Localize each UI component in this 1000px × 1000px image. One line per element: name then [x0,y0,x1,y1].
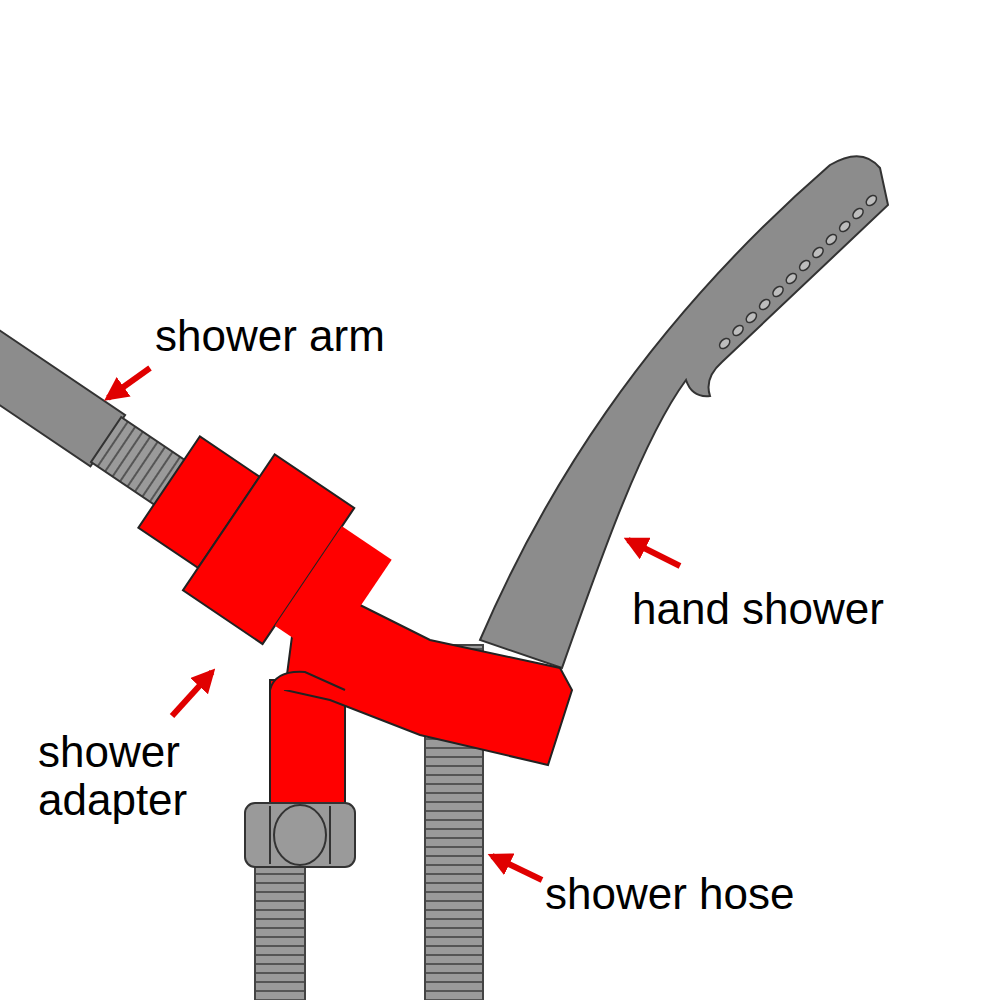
nozzle [718,336,732,350]
hex-nut [245,803,355,867]
nozzle [824,232,838,246]
leader-arrow [628,540,680,566]
nozzle [864,193,878,207]
nozzle [838,219,852,233]
leader-arrow [172,672,212,716]
nozzle [851,206,865,220]
nozzle [731,323,745,337]
hose-left [255,862,305,1000]
nozzle [744,310,758,324]
part-label: shower arm [155,312,385,360]
part-label: shower hose [545,870,794,918]
leader-arrow [492,856,542,880]
part-label: hand shower [632,585,884,633]
nozzles [718,193,879,350]
nozzle [811,245,825,259]
nozzle [771,284,785,298]
leader-arrow [108,368,150,398]
shower-adapter [123,414,572,805]
part-label: shower adapter [38,728,300,824]
leader-arrows [108,368,680,880]
nozzle [784,271,798,285]
hand-shower [480,156,888,668]
nozzle [758,297,772,311]
nozzle [798,258,812,272]
